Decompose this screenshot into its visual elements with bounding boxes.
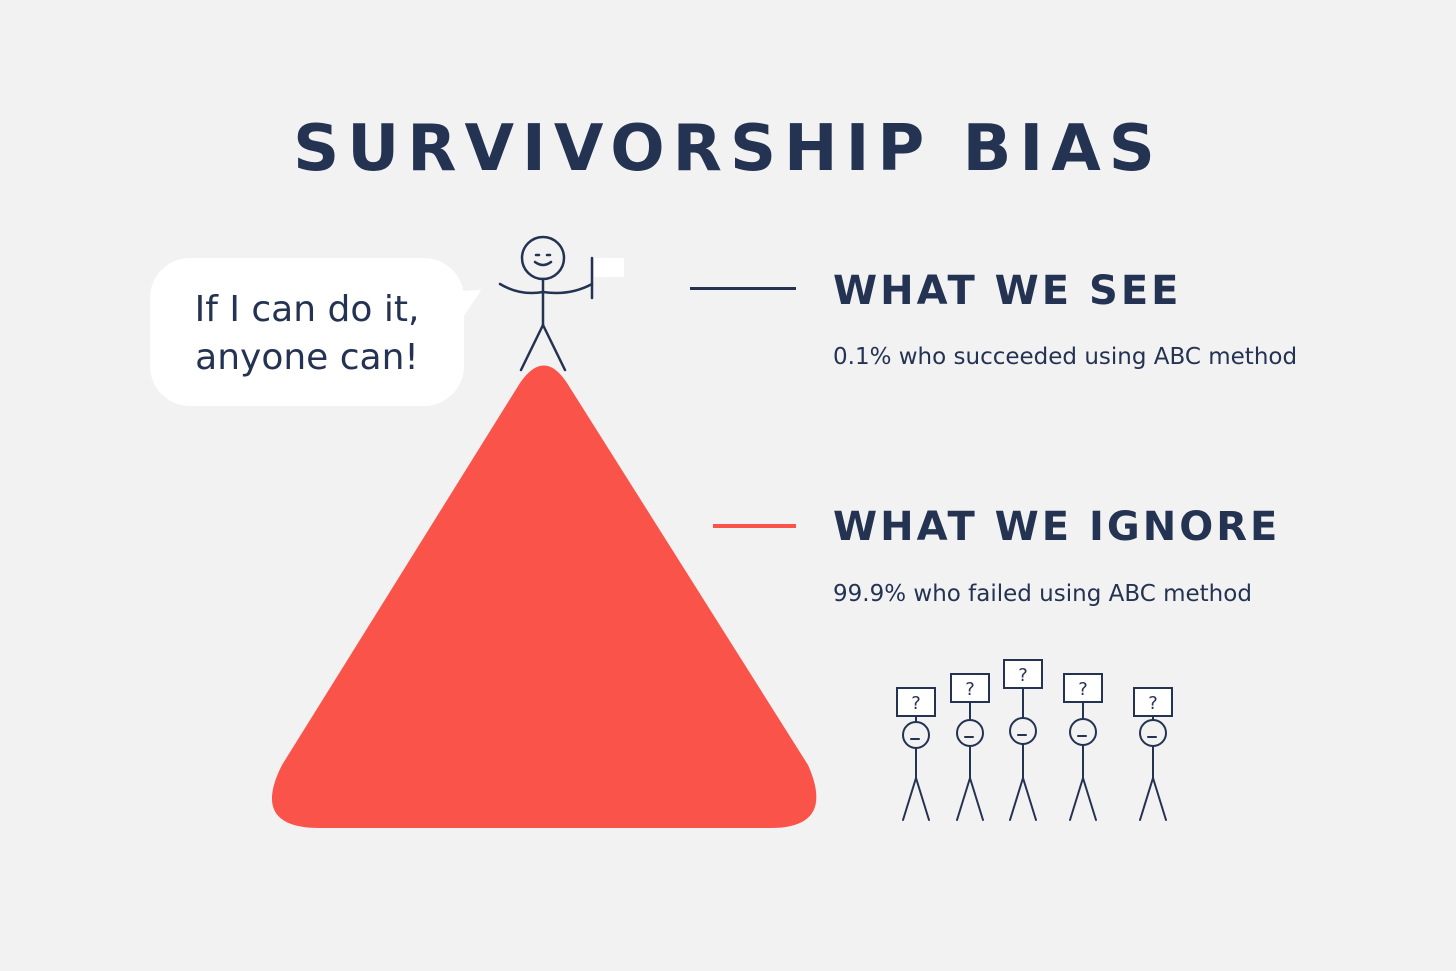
figure-left-leg: [956, 777, 971, 821]
survivor-right-leg: [541, 323, 567, 372]
what-we-see-description: 0.1% who succeeded using ABC method: [833, 344, 1298, 370]
crowd-figure: ?: [950, 673, 990, 821]
survivor-left-leg: [519, 323, 545, 372]
crowd-figure: ?: [1063, 673, 1103, 821]
flag-icon: [594, 258, 624, 277]
figure-head: [1069, 718, 1097, 746]
question-mark-label: ?: [911, 693, 921, 714]
speech-bubble: [150, 258, 464, 406]
survivor-left-arm: [498, 282, 545, 295]
speech-bubble-text: If I can do it, anyone can!: [150, 286, 464, 382]
figure-head: [1009, 717, 1037, 745]
figure-right-leg: [1152, 777, 1167, 821]
figure-left-leg: [1139, 777, 1154, 821]
question-mark-label: ?: [1148, 693, 1158, 714]
survivor-smile: [533, 260, 553, 267]
figure-right-leg: [1022, 777, 1037, 821]
survivor-right-arm: [541, 282, 594, 295]
figure-right-leg: [969, 777, 984, 821]
pyramid-shape: [271, 365, 817, 828]
what-we-ignore-heading: WHAT WE IGNORE: [833, 504, 1281, 550]
what-we-see-heading: WHAT WE SEE: [833, 268, 1182, 314]
question-mark-label: ?: [965, 679, 975, 700]
figure-right-leg: [1082, 777, 1097, 821]
speech-line-1: If I can do it,: [194, 289, 420, 330]
question-mark-label: ?: [1078, 679, 1088, 700]
question-sign: [896, 687, 936, 717]
see-connector-line: [690, 287, 796, 290]
figure-left-leg: [902, 777, 917, 821]
figure-head: [956, 719, 984, 747]
ignore-connector-line: [713, 524, 796, 528]
figure-left-leg: [1009, 777, 1024, 821]
crowd-figure: ?: [896, 687, 936, 821]
question-mark-label: ?: [1018, 665, 1028, 686]
crowd-figure: ?: [1133, 687, 1173, 821]
crowd-figure: ?: [1003, 659, 1043, 821]
question-sign: [950, 673, 990, 703]
figure-head: [1139, 719, 1167, 747]
figure-head: [902, 721, 930, 749]
diagram-title: SURVIVORSHIP BIAS: [293, 112, 1163, 186]
question-sign: [1003, 659, 1043, 689]
figure-left-leg: [1069, 777, 1084, 821]
speech-line-2: anyone can!: [195, 337, 419, 378]
what-we-ignore-description: 99.9% who failed using ABC method: [833, 581, 1252, 607]
figure-right-leg: [915, 777, 930, 821]
